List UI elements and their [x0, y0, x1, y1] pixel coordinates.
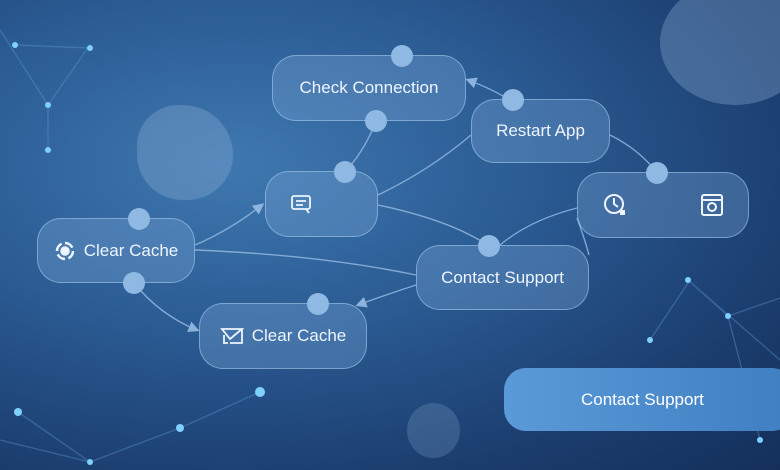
node-contact-support[interactable]: Contact Support	[416, 245, 589, 310]
node-clear-cache-1[interactable]: Clear Cache	[37, 218, 195, 283]
network-nodes	[12, 42, 763, 465]
connector-dot[interactable]	[478, 235, 500, 257]
button-label: Contact Support	[581, 389, 704, 409]
node-message[interactable]	[265, 171, 378, 237]
connector-dot[interactable]	[307, 293, 329, 315]
node-label: Check Connection	[299, 78, 439, 97]
node-label: Clear Cache	[251, 326, 347, 345]
connector-dot[interactable]	[502, 89, 524, 111]
contact-support-button[interactable]: Contact Support	[504, 368, 780, 431]
connector-dot[interactable]	[646, 162, 668, 184]
connector-dot[interactable]	[128, 208, 150, 230]
node-check-connection[interactable]: Check Connection	[272, 55, 466, 121]
message-icon	[290, 193, 314, 215]
decor-blob	[137, 105, 233, 200]
node-label: Contact Support	[441, 267, 564, 287]
decor-blob	[407, 403, 460, 458]
node-clear-cache-2[interactable]: Clear Cache	[199, 303, 367, 369]
connector-dot[interactable]	[391, 45, 413, 67]
clock-icon	[602, 192, 628, 218]
camera-icon	[700, 192, 724, 218]
send-icon	[219, 325, 244, 347]
node-restart-app[interactable]: Restart App	[471, 99, 610, 163]
connector-dot[interactable]	[365, 110, 387, 132]
connector-dot[interactable]	[123, 272, 145, 294]
node-label: Restart App	[496, 121, 585, 140]
connector-dot[interactable]	[334, 161, 356, 183]
node-label: Clear Cache	[83, 240, 179, 260]
target-icon	[54, 240, 76, 262]
node-clock-camera[interactable]	[577, 172, 749, 238]
